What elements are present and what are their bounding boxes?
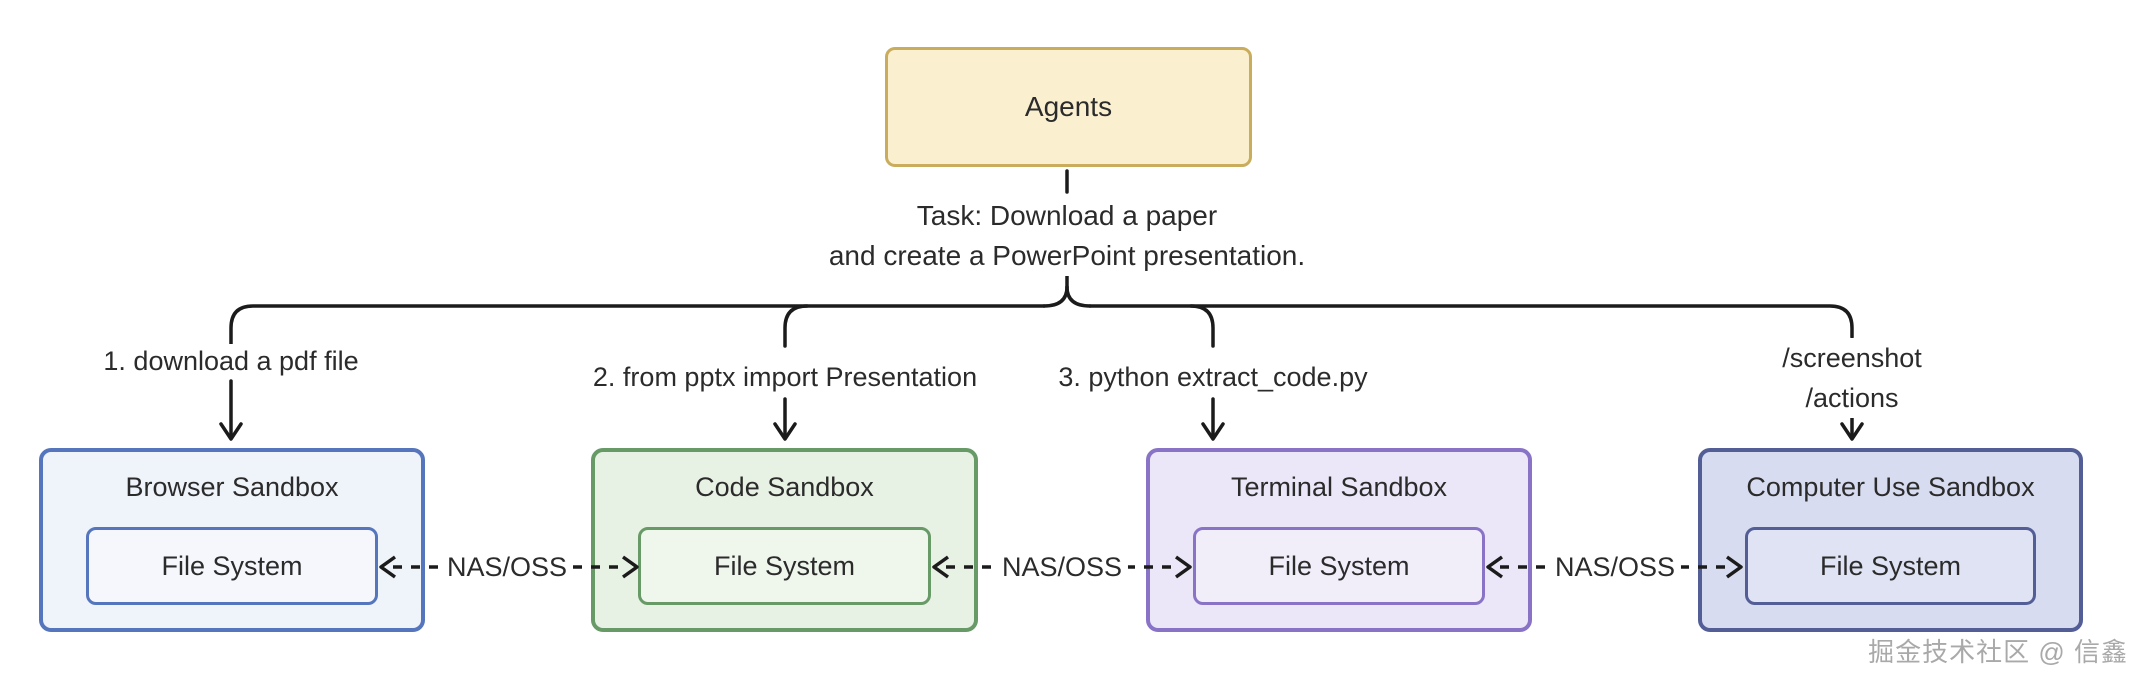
- browser-sandbox-node: Browser Sandbox File System: [39, 448, 425, 632]
- nas-oss-label-1: NAS/OSS: [440, 550, 574, 584]
- nas-head-2-left: [932, 555, 950, 579]
- edge-label-screenshot-actions: /screenshot /actions: [1776, 338, 1928, 418]
- browser-sandbox-title: Browser Sandbox: [125, 472, 339, 502]
- nas-head-1-left: [379, 555, 397, 579]
- nas-oss-label-3: NAS/OSS: [1548, 550, 1682, 584]
- drop-code: [783, 304, 809, 348]
- computer-use-file-system-label: File System: [1819, 550, 1962, 581]
- task-label-line2: and create a PowerPoint presentation.: [828, 240, 1306, 271]
- arrow-browser-head: [219, 422, 243, 441]
- arrow-terminal-head: [1201, 422, 1225, 441]
- edge-label-python-extract: 3. python extract_code.py: [1052, 360, 1374, 394]
- code-file-system-node: File System: [638, 527, 931, 605]
- agents-node: Agents: [885, 47, 1252, 167]
- nas-head-2-right: [1174, 555, 1192, 579]
- browser-file-system-node: File System: [86, 527, 378, 605]
- code-sandbox-title: Code Sandbox: [695, 472, 874, 502]
- browser-file-system-label: File System: [161, 550, 303, 581]
- terminal-file-system-node: File System: [1193, 527, 1485, 605]
- arrow-computer-head: [1840, 422, 1864, 441]
- drop-terminal: [1189, 304, 1215, 348]
- fork-right-curve: [1065, 285, 1092, 308]
- nas-oss-label-2-text: NAS/OSS: [1001, 552, 1123, 582]
- edge-label-python-extract-text: 3. python extract_code.py: [1058, 362, 1368, 392]
- computer-use-file-system-node: File System: [1745, 527, 2036, 605]
- terminal-sandbox-title: Terminal Sandbox: [1230, 472, 1448, 502]
- nas-oss-label-2: NAS/OSS: [995, 550, 1129, 584]
- edge-label-download-pdf-text: 1. download a pdf file: [103, 346, 359, 376]
- nas-head-3-left: [1486, 555, 1504, 579]
- task-label-line1: Task: Download a paper: [916, 200, 1218, 231]
- task-label: Task: Download a paper and create a Powe…: [822, 196, 1312, 276]
- code-sandbox-node: Code Sandbox File System: [591, 448, 978, 632]
- edge-label-download-pdf: 1. download a pdf file: [97, 344, 365, 378]
- rail-left: [229, 304, 1046, 353]
- nas-head-1-right: [621, 555, 639, 579]
- nas-oss-label-3-text: NAS/OSS: [1554, 552, 1676, 582]
- code-file-system-label: File System: [713, 550, 856, 581]
- edge-label-screenshot: /screenshot: [1782, 343, 1922, 373]
- agents-node-label: Agents: [1024, 91, 1113, 122]
- terminal-file-system-label: File System: [1268, 550, 1410, 581]
- nas-head-3-right: [1725, 555, 1743, 579]
- terminal-sandbox-node: Terminal Sandbox File System: [1146, 448, 1532, 632]
- fork-left-curve: [1042, 285, 1069, 308]
- edge-label-actions: /actions: [1805, 383, 1899, 413]
- arrow-code-head: [773, 422, 797, 441]
- edge-label-pptx-import: 2. from pptx import Presentation: [586, 360, 984, 394]
- tree-edges: [219, 169, 1864, 441]
- nas-oss-label-1-text: NAS/OSS: [446, 552, 568, 582]
- computer-use-sandbox-node: Computer Use Sandbox File System: [1698, 448, 2083, 632]
- rail-right: [1088, 304, 1854, 339]
- edge-label-pptx-import-text: 2. from pptx import Presentation: [592, 362, 978, 392]
- computer-use-sandbox-title: Computer Use Sandbox: [1746, 472, 2035, 502]
- watermark: 掘金技术社区 @ 信鑫: [1868, 637, 2128, 667]
